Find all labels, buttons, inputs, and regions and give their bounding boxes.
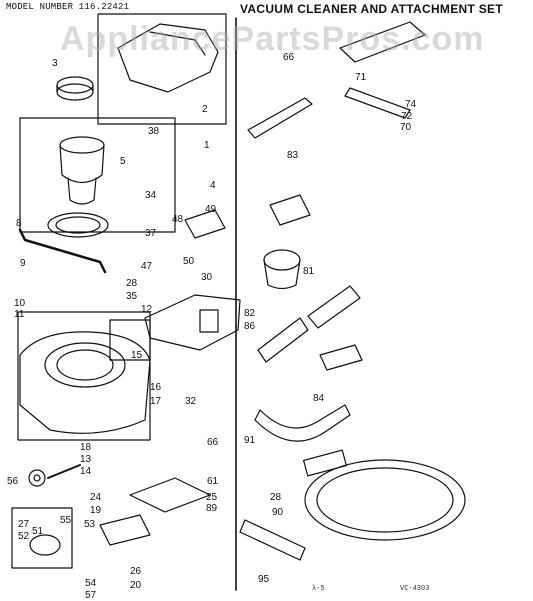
callout-label: 37 — [145, 228, 157, 239]
callout-label: 72 — [401, 111, 413, 122]
floor-tool — [339, 21, 426, 63]
callout-label: 81 — [303, 266, 315, 277]
callout-label: 53 — [84, 519, 96, 530]
callout-label: 82 — [244, 308, 256, 319]
callout-label: 15 — [131, 350, 143, 361]
callout-label: 34 — [145, 190, 157, 201]
callout-label: 18 — [80, 442, 92, 453]
wheel — [28, 469, 46, 487]
hose-cuff — [239, 519, 306, 561]
callout-label: 49 — [205, 204, 217, 215]
callout-label: 90 — [272, 507, 284, 518]
callout-label: 91 — [244, 435, 256, 446]
callout-label: 66 — [207, 437, 219, 448]
callout-label: 52 — [18, 531, 30, 542]
callout-label: 47 — [141, 261, 153, 272]
power-cord — [18, 228, 107, 274]
gasket-ring — [47, 212, 109, 238]
dusting-adapter — [269, 194, 311, 226]
callout-label: 16 — [150, 382, 162, 393]
callout-label: 66 — [283, 52, 295, 63]
bag-holder — [144, 294, 241, 351]
callout-label: 10 — [14, 298, 26, 309]
callout-label: 5 — [120, 156, 126, 167]
callout-label: 14 — [80, 466, 92, 477]
canister-body — [19, 331, 151, 434]
upholstery-tool — [319, 344, 363, 371]
callout-label: 27 — [18, 519, 30, 530]
callout-label: 25 — [206, 492, 218, 503]
callout-label: 32 — [185, 396, 197, 407]
motor — [59, 136, 105, 154]
callout-label: 28 — [270, 492, 282, 503]
callout-label: 20 — [130, 580, 142, 591]
callout-label: 12 — [141, 304, 153, 315]
callout-label: 86 — [244, 321, 256, 332]
latch — [184, 209, 226, 239]
filter-disc — [56, 83, 94, 101]
callout-label: 83 — [287, 150, 299, 161]
callout-label: 9 — [20, 258, 26, 269]
brush-strip — [344, 87, 411, 119]
callout-label: 24 — [90, 492, 102, 503]
model-number-label: MODEL NUMBER 116.22421 — [6, 2, 130, 12]
footer-code-right: VC-4303 — [400, 585, 430, 593]
hose-coupling — [303, 449, 347, 477]
callout-label: 17 — [150, 396, 162, 407]
callout-label: 48 — [172, 214, 184, 225]
callout-label: 70 — [400, 122, 412, 133]
callout-label: 74 — [405, 99, 417, 110]
wand-lower — [257, 317, 309, 363]
housing-box — [17, 311, 151, 441]
callout-label: 55 — [60, 515, 72, 526]
callout-label: 51 — [32, 526, 44, 537]
switch-box — [109, 319, 151, 361]
motor-box — [19, 117, 176, 233]
callout-label: 89 — [206, 503, 218, 514]
wand-upper — [307, 285, 361, 329]
callout-label: 38 — [148, 126, 160, 137]
callout-label: 30 — [201, 272, 213, 283]
callout-label: 50 — [183, 256, 195, 267]
callout-label: 28 — [126, 278, 138, 289]
callout-label: 95 — [258, 574, 270, 585]
dusting-brush — [263, 249, 301, 271]
crevice-tool — [247, 97, 313, 139]
callout-label: 84 — [313, 393, 325, 404]
callout-label: 4 — [210, 180, 216, 191]
callout-label: 2 — [202, 104, 208, 115]
lower-motor-box — [11, 507, 73, 569]
callout-label: 26 — [130, 566, 142, 577]
callout-label: 54 — [85, 578, 97, 589]
footer-code-left: λ-5 — [312, 585, 325, 593]
cover-box — [97, 13, 227, 125]
callout-label: 57 — [85, 590, 97, 601]
diagram-title: VACUUM CLEANER AND ATTACHMENT SET — [240, 2, 503, 16]
top-cover — [117, 23, 219, 93]
callout-label: 56 — [7, 476, 19, 487]
callout-label: 8 — [16, 218, 22, 229]
hose-handle — [254, 404, 351, 442]
callout-label: 1 — [204, 140, 210, 151]
callout-label: 61 — [207, 476, 219, 487]
bracket — [99, 514, 151, 546]
callout-label: 13 — [80, 454, 92, 465]
callout-label: 71 — [355, 72, 367, 83]
callout-label: 19 — [90, 505, 102, 516]
bottom-plate — [129, 477, 211, 513]
callout-label: 3 — [52, 58, 58, 69]
hose — [304, 459, 466, 541]
callout-label: 35 — [126, 291, 138, 302]
callout-label: 11 — [14, 309, 25, 320]
